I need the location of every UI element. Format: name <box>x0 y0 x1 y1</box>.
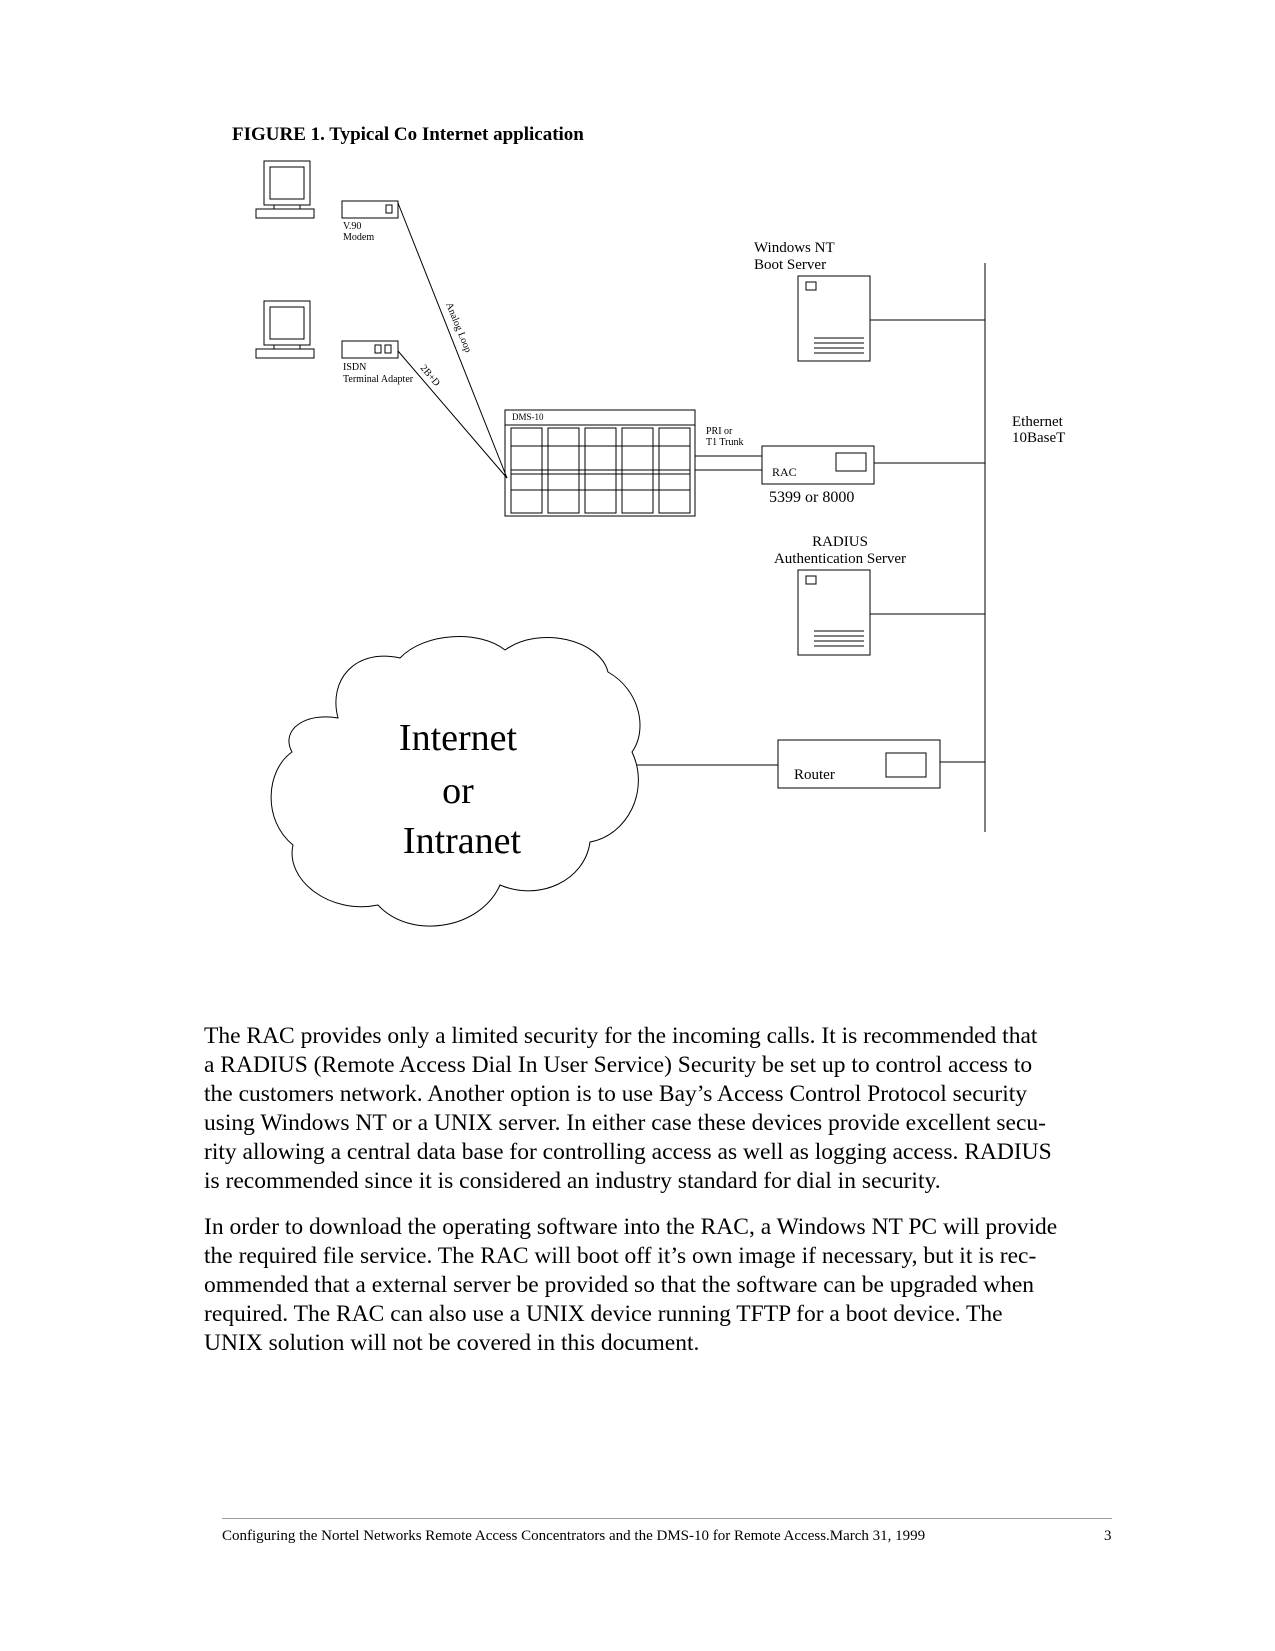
paragraph-line: ommended that a external server be provi… <box>204 1272 1035 1298</box>
cloud-label-line1: Internet <box>399 717 518 759</box>
footer-text: Configuring the Nortel Networks Remote A… <box>222 1528 926 1544</box>
boot-server-icon <box>797 275 871 362</box>
computer-1-icon <box>255 160 315 219</box>
rac-device-icon <box>761 445 875 485</box>
paragraph-line: is recommended since it is considered an… <box>204 1168 941 1194</box>
ethernet-label-line1: Ethernet <box>1012 414 1064 430</box>
two-b-d-label: 2B+D <box>418 363 442 389</box>
radius-label-line1: RADIUS <box>812 534 868 550</box>
trunk-label-line1: PRI or <box>706 426 733 437</box>
isdn-2bd-line <box>397 350 508 479</box>
paragraph-line: The RAC provides only a limited security… <box>204 1023 1038 1049</box>
page-number: 3 <box>1104 1528 1112 1544</box>
paragraph-line: rity allowing a central data base for co… <box>204 1139 1052 1165</box>
rac-label: RAC <box>772 465 797 479</box>
computer-2-icon <box>255 300 315 359</box>
ethernet-label-line2: 10BaseT <box>1012 430 1065 446</box>
network-diagram: V.90 Modem ISDN Terminal Adapter Analog … <box>255 160 1065 927</box>
internet-cloud-shape <box>270 636 641 927</box>
paragraph-line: using Windows NT or a UNIX server. In ei… <box>204 1110 1046 1136</box>
v90-modem-icon <box>341 200 399 219</box>
isdn-label-line2: Terminal Adapter <box>343 374 414 385</box>
boot-server-label-line2: Boot Server <box>754 257 826 273</box>
paragraph-line: required. The RAC can also use a UNIX de… <box>204 1301 1003 1327</box>
trunk-label-line2: T1 Trunk <box>706 437 744 448</box>
paragraph-rac-security: The RAC provides only a limited security… <box>204 1022 1104 1196</box>
cloud-label-line3: Intranet <box>403 820 522 862</box>
boot-server-label-line1: Windows NT <box>754 240 835 256</box>
isdn-label-line1: ISDN <box>343 362 366 373</box>
rac-model-label: 5399 or 8000 <box>769 489 854 506</box>
paragraph-line: a RADIUS (Remote Access Dial In User Ser… <box>204 1052 1033 1078</box>
radius-server-icon <box>797 569 871 656</box>
paragraph-line: UNIX solution will not be covered in thi… <box>204 1330 700 1356</box>
paragraph-line: the customers network. Another option is… <box>204 1081 1028 1107</box>
paragraph-line: the required file service. The RAC will … <box>204 1243 1037 1269</box>
paragraph-boot-software: In order to download the operating softw… <box>204 1213 1104 1358</box>
dms10-label: DMS-10 <box>512 412 544 422</box>
dms10-switch-icon <box>504 409 696 517</box>
footer-divider <box>222 1518 1112 1519</box>
figure-caption: FIGURE 1. Typical Co Internet applicatio… <box>232 124 584 145</box>
modem-label-line1: V.90 <box>343 221 361 232</box>
router-device-icon <box>777 739 941 789</box>
analog-loop-line <box>397 202 508 479</box>
cloud-label-line2: or <box>442 770 474 812</box>
isdn-terminal-adapter-icon <box>341 340 399 359</box>
radius-label-line2: Authentication Server <box>774 551 906 567</box>
router-label: Router <box>794 767 835 783</box>
modem-label-line2: Modem <box>343 232 374 243</box>
paragraph-line: In order to download the operating softw… <box>204 1214 1058 1240</box>
